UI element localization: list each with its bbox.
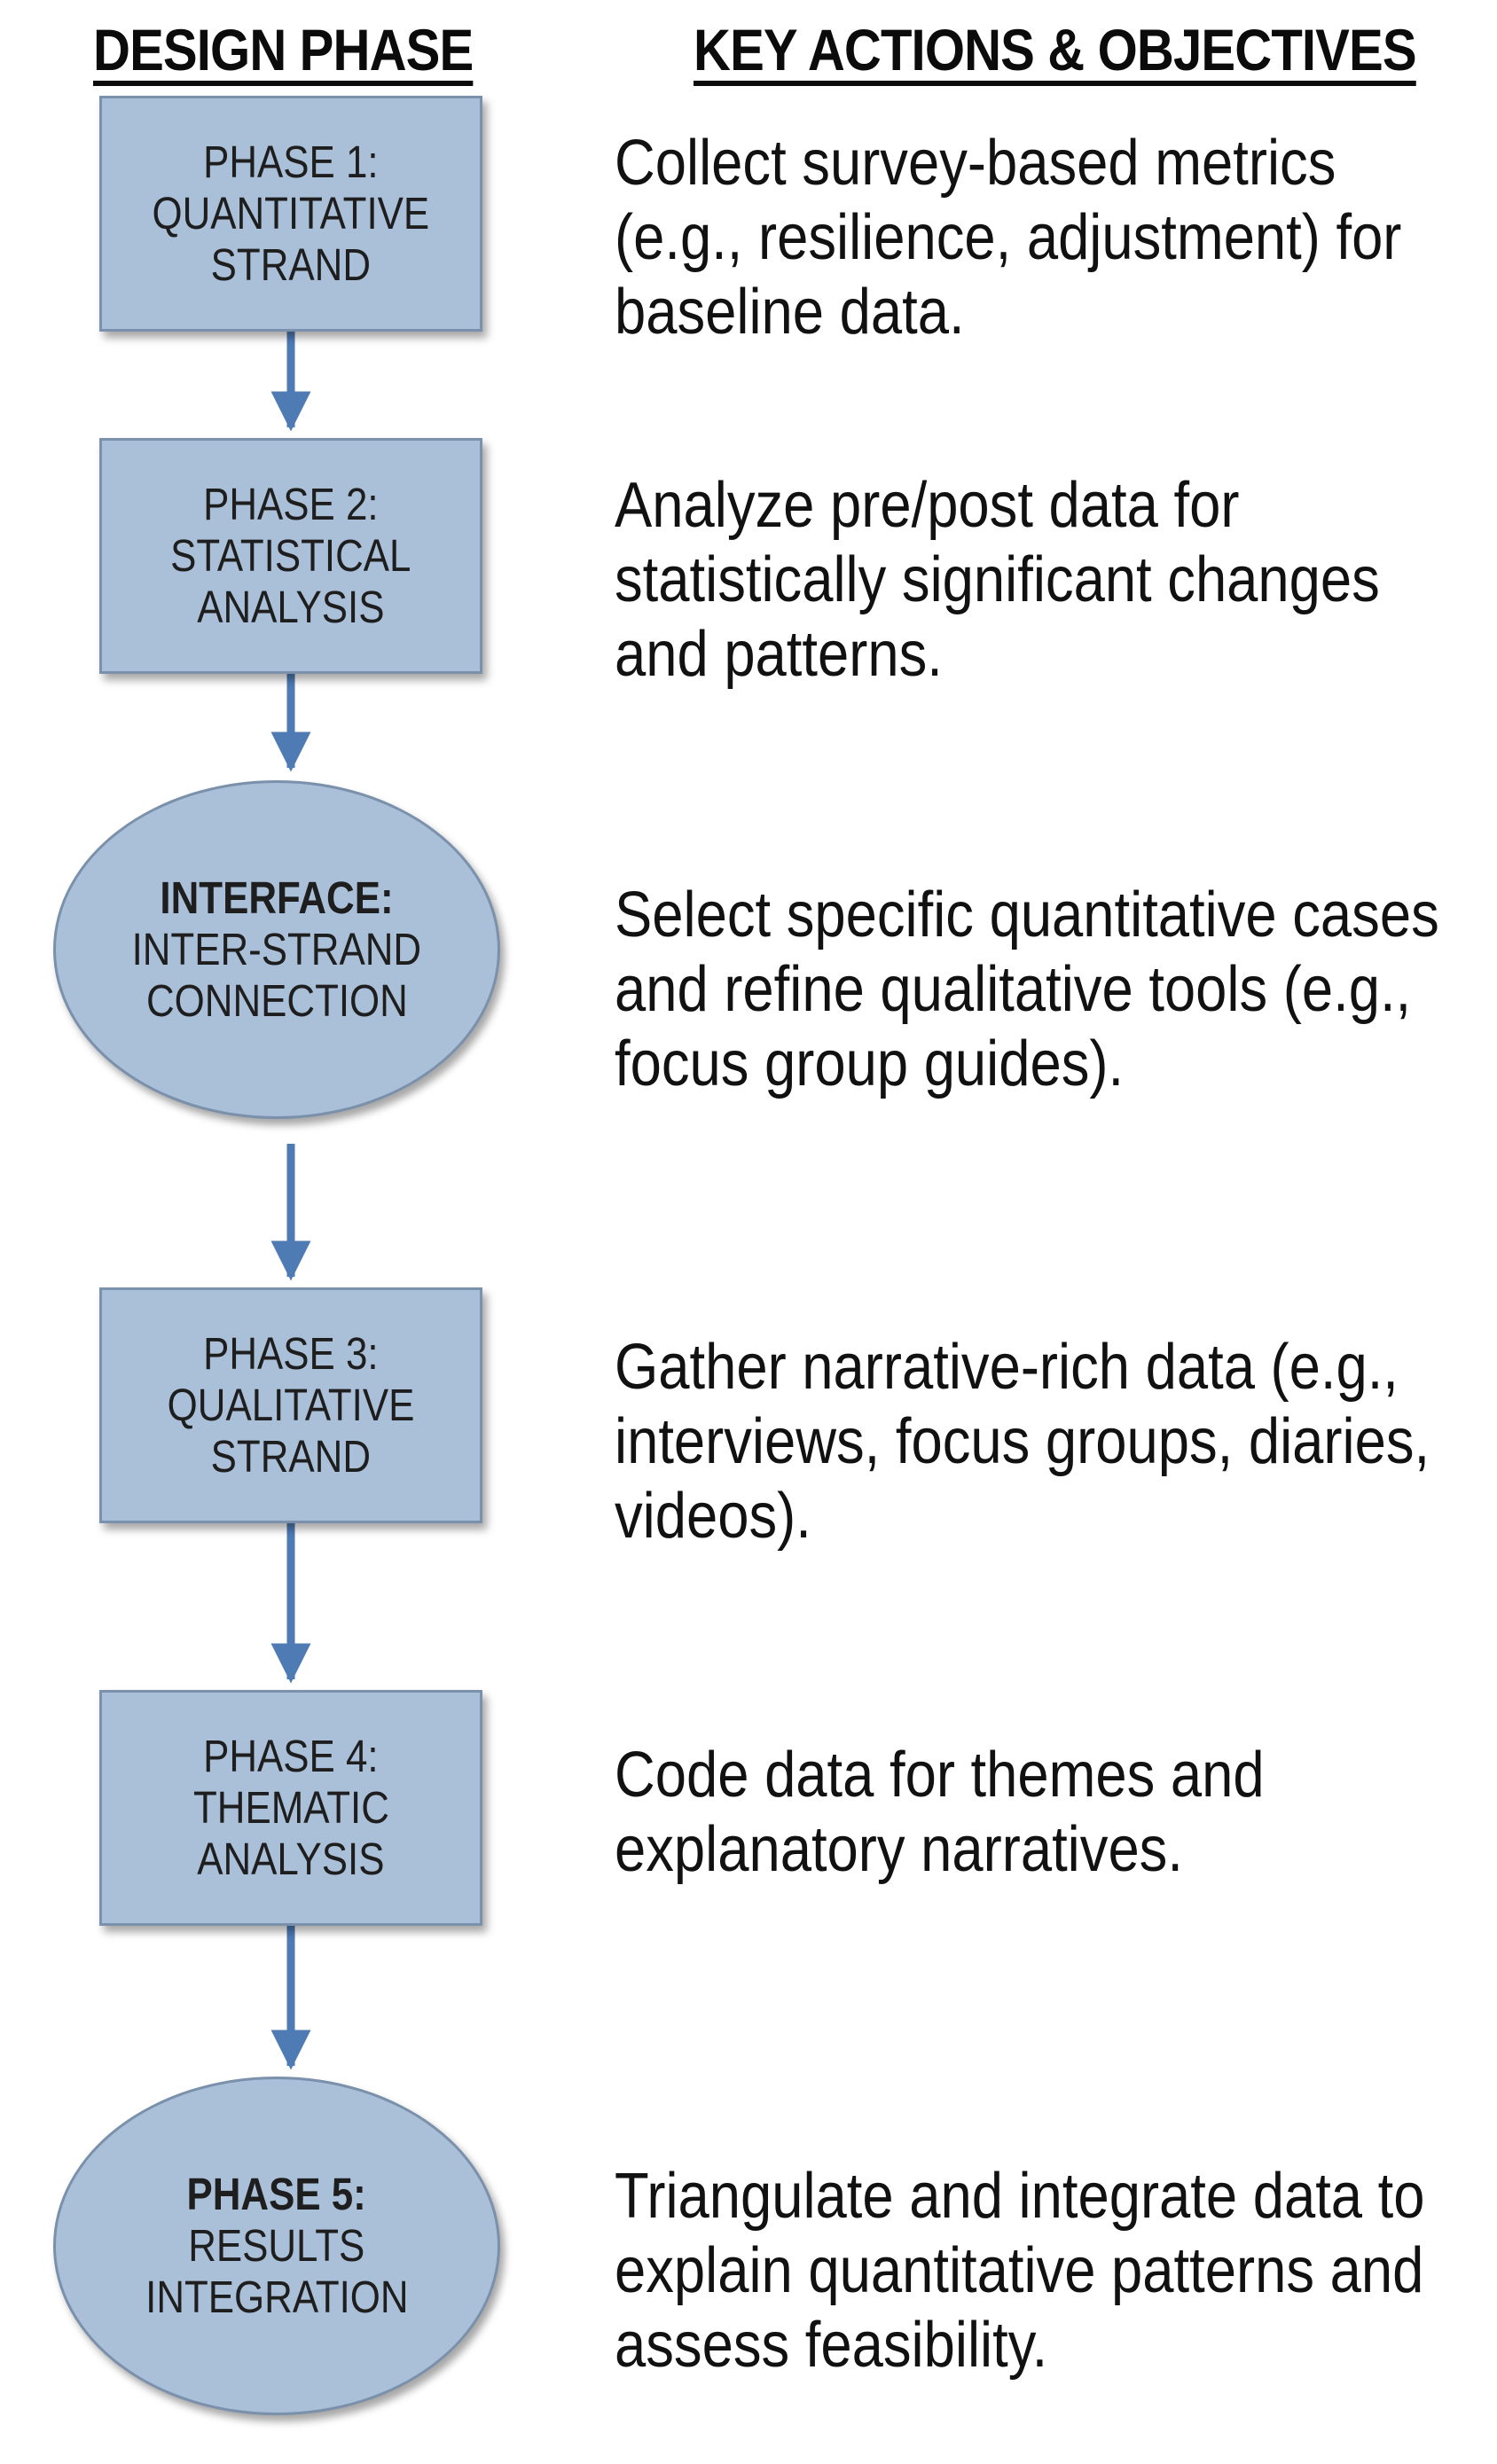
phase-3-label: PHASE 3: xyxy=(203,1328,379,1379)
phase-4-subtitle: ANALYSIS xyxy=(197,1834,385,1884)
interface-ellipse: INTERFACE: INTER-STRAND CONNECTION xyxy=(53,780,500,1119)
phase-3-title: QUALITATIVE xyxy=(167,1380,415,1430)
desc-line: interviews, focus groups, diaries, xyxy=(615,1406,1430,1477)
desc-line: assess feasibility. xyxy=(615,2310,1048,2381)
phase-1-subtitle: STRAND xyxy=(210,239,372,290)
phase-5-description: Triangulate and integrate data to explai… xyxy=(615,2159,1493,2382)
phase-2-label: PHASE 2: xyxy=(203,479,379,529)
desc-line: videos). xyxy=(615,1481,811,1552)
phase-2-title: STATISTICAL xyxy=(170,530,411,581)
desc-line: Collect survey-based metrics xyxy=(615,128,1336,199)
phase-2-box: PHASE 2: STATISTICAL ANALYSIS xyxy=(99,438,482,674)
key-actions-header: KEY ACTIONS & OBJECTIVES xyxy=(694,17,1417,82)
phase-1-label: PHASE 1: xyxy=(203,137,379,187)
phase-4-description: Code data for themes and explanatory nar… xyxy=(615,1738,1493,1887)
desc-line: (e.g., resilience, adjustment) for xyxy=(615,202,1402,273)
phase-4-label: PHASE 4: xyxy=(203,1731,379,1781)
interface-description: Select specific quantitative cases and r… xyxy=(615,878,1493,1101)
phase-1-description: Collect survey-based metrics (e.g., resi… xyxy=(615,126,1493,349)
desc-line: focus group guides). xyxy=(615,1029,1125,1099)
phase-5-title: RESULTS xyxy=(188,2220,365,2271)
phase-2-description: Analyze pre/post data for statistically … xyxy=(615,468,1493,692)
interface-title: INTER-STRAND xyxy=(131,924,422,974)
desc-line: Triangulate and integrate data to xyxy=(615,2161,1425,2232)
phase-4-box: PHASE 4: THEMATIC ANALYSIS xyxy=(99,1690,482,1926)
desc-line: Analyze pre/post data for xyxy=(615,470,1240,541)
phase-3-subtitle: STRAND xyxy=(210,1431,372,1482)
desc-line: statistically significant changes xyxy=(615,544,1380,615)
phase-1-title: QUANTITATIVE xyxy=(152,188,430,239)
desc-line: and patterns. xyxy=(615,619,943,690)
desc-line: Gather narrative-rich data (e.g., xyxy=(615,1332,1399,1403)
phase-3-box: PHASE 3: QUALITATIVE STRAND xyxy=(99,1287,482,1523)
interface-label: INTERFACE: xyxy=(160,872,394,923)
phase-5-label: PHASE 5: xyxy=(186,2169,367,2219)
phase-4-title: THEMATIC xyxy=(192,1782,389,1833)
phase-3-description: Gather narrative-rich data (e.g., interv… xyxy=(615,1330,1493,1553)
phase-5-subtitle: INTEGRATION xyxy=(145,2272,409,2322)
desc-line: explain quantitative patterns and xyxy=(615,2235,1424,2306)
desc-line: Select specific quantitative cases xyxy=(615,880,1439,950)
phase-5-ellipse: PHASE 5: RESULTS INTEGRATION xyxy=(53,2077,500,2415)
phase-1-box: PHASE 1: QUANTITATIVE STRAND xyxy=(99,96,482,332)
interface-subtitle: CONNECTION xyxy=(145,975,408,1026)
desc-line: Code data for themes and xyxy=(615,1740,1265,1811)
desc-line: baseline data. xyxy=(615,277,965,348)
design-phase-header: DESIGN PHASE xyxy=(93,17,474,82)
phase-2-subtitle: ANALYSIS xyxy=(197,582,385,632)
desc-line: and refine qualitative tools (e.g., xyxy=(615,954,1412,1025)
desc-line: explanatory narratives. xyxy=(615,1814,1183,1885)
